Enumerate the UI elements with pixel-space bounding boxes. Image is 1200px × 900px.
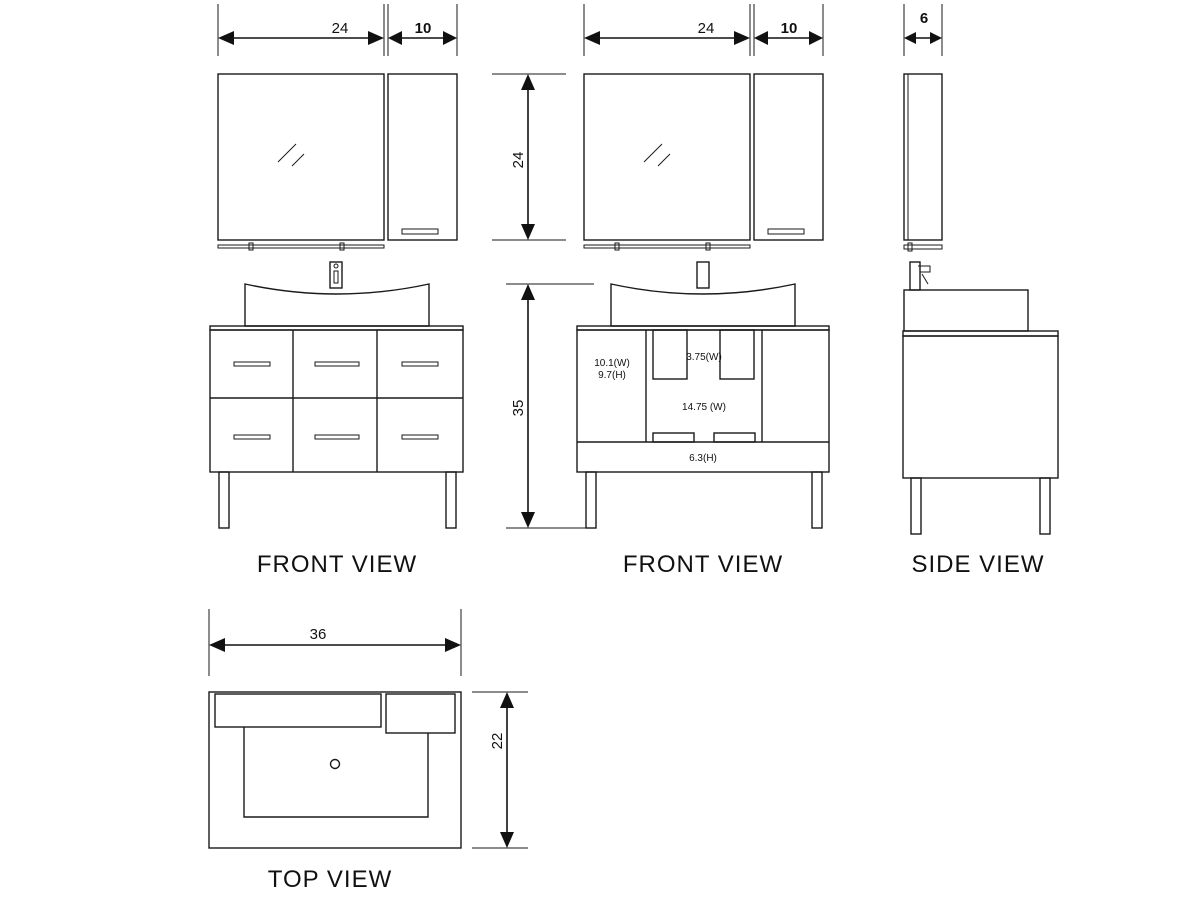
leg xyxy=(1039,477,1051,535)
interior-label: 3.75(W) xyxy=(686,352,722,363)
drawer-handle xyxy=(233,361,271,367)
drawer-handle xyxy=(233,434,271,440)
interior-drawer xyxy=(719,329,755,380)
dim-cabinet-width-right: 10 xyxy=(754,20,823,45)
interior-label: 14.75 (W) xyxy=(682,402,726,413)
dim-mirror-height: 24 xyxy=(492,73,566,241)
dim-mirror-width-left: 24 xyxy=(218,20,384,45)
interior-label: 6.3(H) xyxy=(689,453,717,464)
dim-vanity-height: 35 xyxy=(506,283,594,529)
dim-label: 10 xyxy=(415,20,432,37)
vessel-sink xyxy=(244,283,430,327)
drawer-handle xyxy=(401,361,439,367)
drawer-handle xyxy=(314,361,360,367)
dim-label: 35 xyxy=(510,400,527,417)
shelf-side xyxy=(903,244,943,250)
dim-mirror-width-right: 24 xyxy=(584,20,750,45)
countertop-side xyxy=(902,330,1059,337)
mirror-panel xyxy=(583,73,751,241)
interior-drawer xyxy=(652,329,688,380)
dim-label: 36 xyxy=(310,626,327,643)
view-title: TOP VIEW xyxy=(268,866,392,893)
vessel-sink-side xyxy=(903,289,1029,332)
countertop-top xyxy=(208,691,462,849)
dim-label: 10 xyxy=(781,20,798,37)
glass-shelf xyxy=(217,244,385,249)
leg xyxy=(445,471,457,529)
faucet xyxy=(696,261,710,289)
cabinet-handle xyxy=(767,228,805,235)
dim-top-depth: 22 xyxy=(472,691,528,849)
dim-label: 22 xyxy=(489,733,506,750)
dim-label: 6 xyxy=(920,10,928,27)
leg xyxy=(585,471,597,529)
interior-label: 9.7(H) xyxy=(598,370,626,381)
dim-side-depth: 6 xyxy=(904,10,942,44)
dim-label: 24 xyxy=(332,20,349,37)
drawer-handle xyxy=(314,434,360,440)
wall-cabinet xyxy=(753,73,824,241)
mirror-glint xyxy=(277,143,297,163)
view-title: FRONT VIEW xyxy=(257,551,417,578)
vanity-cabinet xyxy=(209,329,464,473)
glass-shelf xyxy=(583,244,751,249)
vessel-sink xyxy=(610,283,796,327)
vanity-cabinet xyxy=(576,329,830,473)
wall-cabinet xyxy=(387,73,458,241)
cabinet-top xyxy=(385,693,456,734)
interior-tray xyxy=(713,432,756,443)
leg xyxy=(811,471,823,529)
vanity-side xyxy=(902,335,1059,479)
leg xyxy=(218,471,230,529)
interior-tray xyxy=(652,432,695,443)
cabinet-side xyxy=(903,73,943,241)
leg xyxy=(910,477,922,535)
top-view: 36 22 TOP VIEW xyxy=(208,609,528,893)
dim-label: 24 xyxy=(698,20,715,37)
drain-hole xyxy=(329,758,341,770)
side-view: 6 SIDE VIEW xyxy=(902,4,1059,578)
view-title: SIDE VIEW xyxy=(911,551,1044,578)
front-view-right: 24 10 10.1(W) 9.7(H) 3.75(W) xyxy=(576,4,830,578)
front-view-left: 24 10 xyxy=(209,4,464,578)
shelf-top xyxy=(214,693,382,728)
sink-top xyxy=(243,727,429,818)
faucet xyxy=(329,261,343,289)
interior-label: 10.1(W) xyxy=(594,358,630,369)
view-title: FRONT VIEW xyxy=(623,551,783,578)
dim-label: 24 xyxy=(510,152,527,169)
dim-cabinet-width-left: 10 xyxy=(388,20,457,45)
dim-top-width: 36 xyxy=(209,626,461,652)
cabinet-handle xyxy=(401,228,439,235)
mirror-panel xyxy=(217,73,385,241)
drawer-handle xyxy=(401,434,439,440)
